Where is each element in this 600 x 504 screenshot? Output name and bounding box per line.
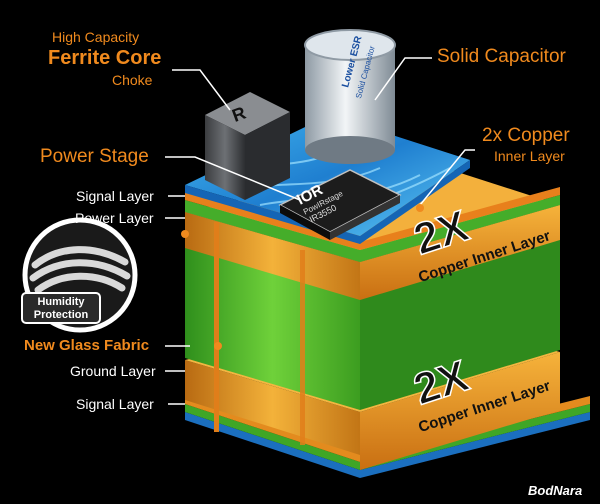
label-ferrite-core: Ferrite Core: [48, 47, 162, 69]
solid-capacitor: Lower ESR Solid Capacitor: [304, 29, 396, 164]
leader-copper: [419, 149, 475, 206]
label-ground-layer: Ground Layer: [70, 363, 156, 379]
label-signal-layer-top: Signal Layer: [76, 188, 154, 204]
leader-ferrite: [172, 69, 231, 111]
label-power-layer: Power Layer: [75, 210, 154, 226]
badge-banner: [21, 292, 101, 324]
label-inner-layer: Inner Layer: [494, 148, 565, 164]
leader-power-stage: [165, 156, 301, 201]
ferrite-choke: R: [205, 92, 290, 200]
powirstage-chip: IOR PowIRstage IR3550: [278, 169, 402, 240]
leader-lines: [165, 57, 475, 405]
via-right: [300, 250, 305, 445]
choke-mark: R: [229, 103, 248, 126]
leader-capacitor: [374, 57, 432, 101]
upper-copper-side: [360, 205, 560, 300]
lower-copper-front: [185, 360, 360, 455]
badge-line2: Protection: [34, 309, 89, 321]
upper-copper-front: [185, 212, 360, 300]
label-signal-layer-bottom: Signal Layer: [76, 396, 154, 412]
glass-fabric-side: [360, 238, 560, 410]
leader-dots: [181, 204, 424, 350]
label-new-glass-fabric: New Glass Fabric: [24, 337, 150, 354]
badge-line1: Humidity: [37, 296, 85, 308]
fabric-weave-icon: [29, 246, 131, 294]
label-high-capacity: High Capacity: [52, 29, 140, 45]
label-solid-capacitor: Solid Capacitor: [437, 46, 566, 67]
upper-green-layer: [185, 195, 560, 262]
label-power-stage: Power Stage: [40, 146, 149, 167]
humidity-badge: Humidity Protection: [21, 217, 138, 333]
label-2x-copper: 2x Copper: [482, 125, 570, 146]
bottom-blue-layer: [185, 412, 590, 478]
watermark: BodNara: [528, 483, 583, 498]
label-choke: Choke: [112, 72, 153, 88]
top-signal-layer: [185, 115, 470, 236]
via-left: [214, 222, 219, 432]
upper-orange-layer: [185, 187, 560, 250]
pcb-stack: [185, 115, 590, 478]
lower-copper-side: [360, 352, 560, 470]
